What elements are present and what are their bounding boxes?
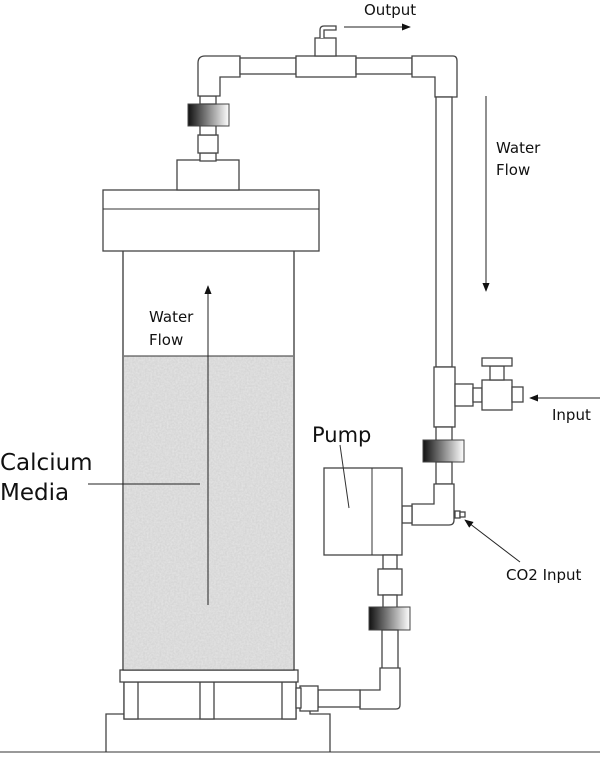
reactor-lid xyxy=(102,159,320,252)
label-water-flow-right-2: Flow xyxy=(496,161,530,179)
top-left-fittings xyxy=(187,95,230,162)
label-water-flow-right-1: Water xyxy=(496,139,541,157)
label-calcium-media-2: Media xyxy=(0,480,69,506)
label-calcium-media-1: Calcium xyxy=(0,450,93,476)
right-vertical-pipe xyxy=(422,96,465,485)
label-water-flow-inner-2: Flow xyxy=(149,331,183,349)
label-pump: Pump xyxy=(312,423,371,447)
label-input: Input xyxy=(552,406,591,424)
input-valve xyxy=(454,357,524,411)
pump xyxy=(323,444,403,556)
reactor-bottom-section xyxy=(119,669,299,720)
union-fitting-top xyxy=(187,103,230,127)
union-fitting-right xyxy=(422,439,465,463)
label-output: Output xyxy=(364,1,416,19)
union-fitting-bottom xyxy=(368,606,411,631)
pump-inlet-elbow xyxy=(401,483,466,526)
label-water-flow-inner-1: Water xyxy=(149,308,194,326)
co2-arrow xyxy=(464,519,521,563)
top-pipe-run xyxy=(197,25,458,98)
pump-outlet-pipe xyxy=(295,554,411,712)
label-co2-input: CO2 Input xyxy=(506,566,582,584)
